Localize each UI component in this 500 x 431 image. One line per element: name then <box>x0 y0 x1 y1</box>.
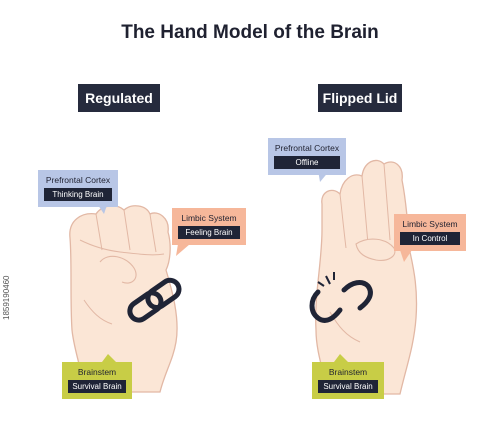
regulated-header: Regulated <box>78 84 160 112</box>
left-limbic-callout: Limbic System Feeling Brain <box>172 208 246 245</box>
brainstem-pointer <box>102 354 116 362</box>
right-prefrontal-callout: Prefrontal Cortex Offline <box>268 138 346 175</box>
right-brainstem-tag: Survival Brain <box>318 380 378 393</box>
left-brainstem-tag: Survival Brain <box>68 380 126 393</box>
left-prefrontal-callout: Prefrontal Cortex Thinking Brain <box>38 170 118 207</box>
right-open-hand <box>315 159 418 395</box>
right-limbic-title: Limbic System <box>402 219 458 229</box>
right-limbic-tag: In Control <box>400 232 460 245</box>
intact-chain-link-icon <box>127 277 182 323</box>
right-prefrontal-title: Prefrontal Cortex <box>274 143 340 153</box>
left-prefrontal-tag: Thinking Brain <box>44 188 112 201</box>
left-limbic-tag: Feeling Brain <box>178 226 240 239</box>
limbic-pointer <box>176 244 190 256</box>
broken-chain-link-icon <box>309 272 373 323</box>
survival-pointer <box>334 354 348 362</box>
image-id-watermark: 1859190460 <box>2 275 11 321</box>
left-brainstem-title: Brainstem <box>77 367 117 377</box>
left-limbic-title: Limbic System <box>181 213 237 223</box>
right-brainstem-callout: Brainstem Survival Brain <box>312 362 384 399</box>
right-brainstem-title: Brainstem <box>328 367 368 377</box>
left-brainstem-callout: Brainstem Survival Brain <box>62 362 132 399</box>
right-prefrontal-tag: Offline <box>274 156 340 169</box>
flipped-lid-header: Flipped Lid <box>318 84 402 112</box>
right-limbic-callout: Limbic System In Control <box>394 214 466 251</box>
diagram-title: The Hand Model of the Brain <box>121 22 379 43</box>
in-control-pointer <box>400 250 412 262</box>
left-prefrontal-title: Prefrontal Cortex <box>45 175 111 185</box>
